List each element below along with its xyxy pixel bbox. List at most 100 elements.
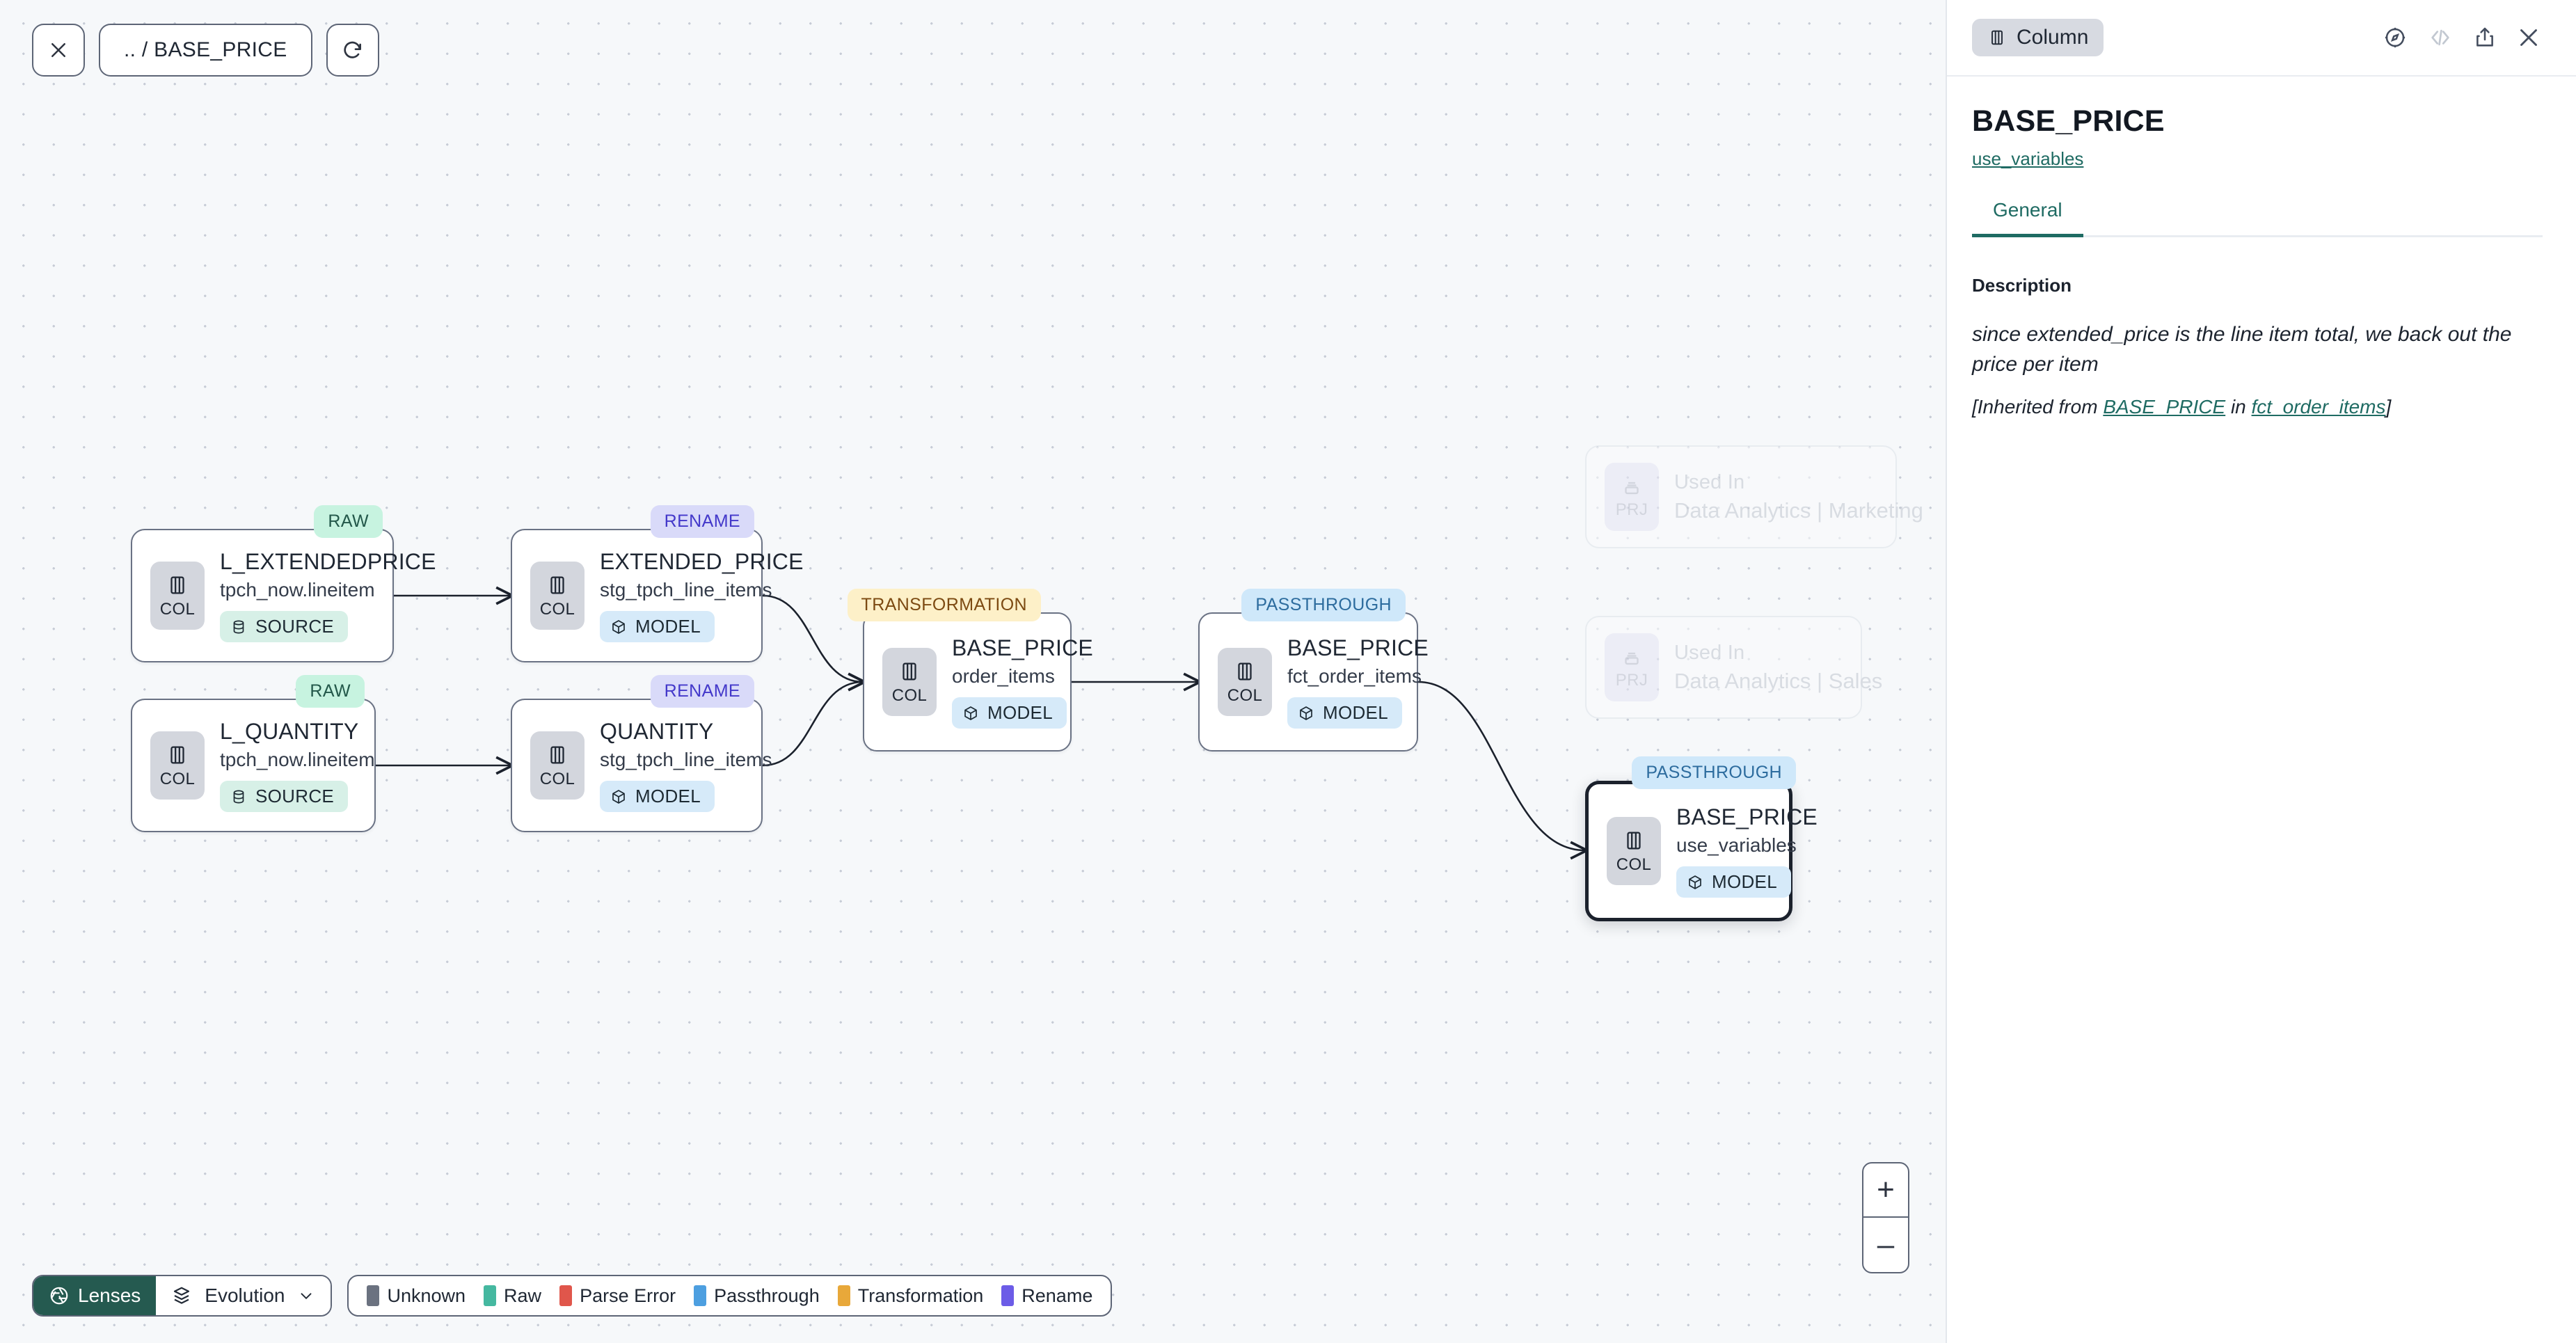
database-icon <box>233 620 244 633</box>
column-icon <box>903 662 916 680</box>
details-panel-header: Column <box>1947 0 2576 77</box>
legend-swatch-raw <box>484 1285 497 1306</box>
column-node-l-extendedprice[interactable]: RAW COL L_EXTENDEDPRICE tpch_now.lineite… <box>131 505 436 662</box>
inherited-middle: in <box>2225 396 2252 418</box>
lenses-control-group: Lenses Evolution <box>32 1275 333 1317</box>
column-chip-label: COL <box>159 769 196 788</box>
column-node-quantity[interactable]: RENAME COL QUANTITY stg_tpch_line_items … <box>511 675 772 832</box>
breadcrumb[interactable]: .. / BASE_PRICE <box>99 24 312 77</box>
legend-item[interactable]: Transformation <box>837 1285 983 1307</box>
used-in-node[interactable]: PRJ Used In Data Analytics | Sales <box>1585 616 1882 719</box>
legend-item[interactable]: Unknown <box>367 1285 466 1307</box>
close-panel-button[interactable] <box>2516 25 2541 50</box>
node-kind-label: MODEL <box>1323 702 1388 723</box>
node-body: BASE_PRICE order_items MODEL <box>952 635 1093 729</box>
legend-item[interactable]: Parse Error <box>559 1285 676 1307</box>
share-button[interactable] <box>2473 25 2497 50</box>
node-body: QUANTITY stg_tpch_line_items MODEL <box>600 719 772 812</box>
lineage-canvas[interactable]: .. / BASE_PRICE <box>0 0 1946 1343</box>
legend-swatch-passthrough <box>694 1285 707 1306</box>
column-node-extended-price[interactable]: RENAME COL EXTENDED_PRICE stg_tpch_line_… <box>511 505 803 662</box>
legend-swatch-unknown <box>367 1285 380 1306</box>
column-node-base-price-fct-order-items[interactable]: PASSTHROUGH COL BASE_PRICE fct_order_ite… <box>1198 589 1429 752</box>
panel-header-actions <box>2383 25 2541 50</box>
column-icon <box>170 746 184 763</box>
column-chip: COL <box>530 562 585 630</box>
lenses-label: Lenses <box>78 1285 141 1306</box>
zoom-in-button[interactable]: + <box>1863 1163 1908 1218</box>
column-icon <box>1238 662 1252 680</box>
node-body: BASE_PRICE use_variables MODEL <box>1676 804 1818 898</box>
column-chip: COL <box>150 731 205 800</box>
node-title: EXTENDED_PRICE <box>600 549 804 574</box>
lineage-legend: Unknown Raw Parse Error Passthrough Tran… <box>347 1275 1113 1317</box>
explore-button[interactable] <box>2383 25 2408 50</box>
inherited-model-link[interactable]: fct_order_items <box>2251 396 2386 418</box>
legend-item[interactable]: Raw <box>484 1285 541 1307</box>
node-kind-label: SOURCE <box>255 616 335 637</box>
legend-label: Parse Error <box>580 1285 676 1306</box>
column-chip-label: COL <box>159 599 196 619</box>
refresh-button[interactable] <box>326 24 379 77</box>
used-in-node[interactable]: PRJ Used In Data Analytics | Marketing <box>1585 445 1923 548</box>
inherited-suffix: ] <box>2385 396 2392 418</box>
node-subtitle: order_items <box>952 665 1055 687</box>
column-chip-label: COL <box>539 769 575 788</box>
parent-model-link[interactable]: use_variables <box>1972 148 2084 169</box>
used-in-body: Used In Data Analytics | Sales <box>1674 642 1882 694</box>
legend-item[interactable]: Rename <box>1001 1285 1092 1307</box>
zoom-out-button[interactable]: – <box>1877 1227 1895 1262</box>
chevron-down-icon <box>301 1293 312 1300</box>
node-kind-tag: SOURCE <box>220 611 349 642</box>
column-icon <box>170 576 184 594</box>
legend-swatch-transformation <box>837 1285 850 1306</box>
node-body: L_EXTENDEDPRICE tpch_now.lineitem SOURCE <box>220 549 436 642</box>
node-body: BASE_PRICE fct_order_items MODEL <box>1287 635 1429 729</box>
project-chip: PRJ <box>1605 633 1659 701</box>
inherited-column-link[interactable]: BASE_PRICE <box>2103 396 2226 418</box>
node-subtitle: stg_tpch_line_items <box>600 579 772 601</box>
column-chip: COL <box>150 562 205 630</box>
node-kind-label: MODEL <box>635 786 701 806</box>
used-in-body: Used In Data Analytics | Marketing <box>1674 471 1923 523</box>
column-node-l-quantity[interactable]: RAW COL L_QUANTITY tpch_now.lineitem SOU… <box>131 675 376 832</box>
project-chip: PRJ <box>1605 463 1659 531</box>
entity-type-chip[interactable]: Column <box>1972 19 2104 56</box>
edge-fctorderitems-to-usevariables <box>1417 681 1585 850</box>
close-graph-button[interactable] <box>32 24 85 77</box>
column-chip-label: COL <box>891 685 928 705</box>
legend-label: Passthrough <box>714 1285 820 1306</box>
node-subtitle: tpch_now.lineitem <box>220 579 375 601</box>
node-kind-label: MODEL <box>635 616 701 637</box>
layers-icon <box>174 1287 190 1304</box>
details-panel-body: BASE_PRICE use_variables General Descrip… <box>1947 77 2576 418</box>
edge-quantity-to-baseprice <box>762 682 863 767</box>
canvas-toolbar: .. / BASE_PRICE <box>32 24 379 77</box>
node-subtitle: stg_tpch_line_items <box>600 749 772 770</box>
column-icon <box>1991 30 2003 45</box>
inherited-prefix: [Inherited from <box>1972 396 2104 418</box>
project-icon <box>1625 652 1639 665</box>
page-title: BASE_PRICE <box>1972 104 2165 138</box>
column-node-base-price-order-items[interactable]: TRANSFORMATION COL BASE_PRICE order_item… <box>847 589 1093 752</box>
node-subtitle: use_variables <box>1676 834 1797 856</box>
column-node-base-price-use-variables[interactable]: PASSTHROUGH COL BASE_PRICE use_variables… <box>1585 756 1818 921</box>
column-chip: COL <box>1607 817 1661 885</box>
compass-icon <box>2385 27 2406 48</box>
node-badge: RAW <box>296 675 365 708</box>
node-title: BASE_PRICE <box>1287 635 1429 660</box>
code-icon <box>2431 29 2449 46</box>
details-panel: Column <box>1946 0 2576 1343</box>
lenses-button[interactable]: Lenses <box>33 1276 157 1315</box>
legend-label: Rename <box>1021 1285 1093 1306</box>
legend-item[interactable]: Passthrough <box>694 1285 820 1307</box>
column-chip-label: COL <box>1227 685 1263 705</box>
tab-general[interactable]: General <box>1972 199 2083 237</box>
node-kind-label: MODEL <box>987 702 1053 723</box>
view-code-button[interactable] <box>2427 26 2454 49</box>
description-text: since extended_price is the line item to… <box>1972 323 2512 376</box>
evolution-dropdown[interactable]: Evolution <box>156 1276 331 1315</box>
node-badge: RENAME <box>650 675 754 708</box>
refresh-icon <box>343 41 361 58</box>
